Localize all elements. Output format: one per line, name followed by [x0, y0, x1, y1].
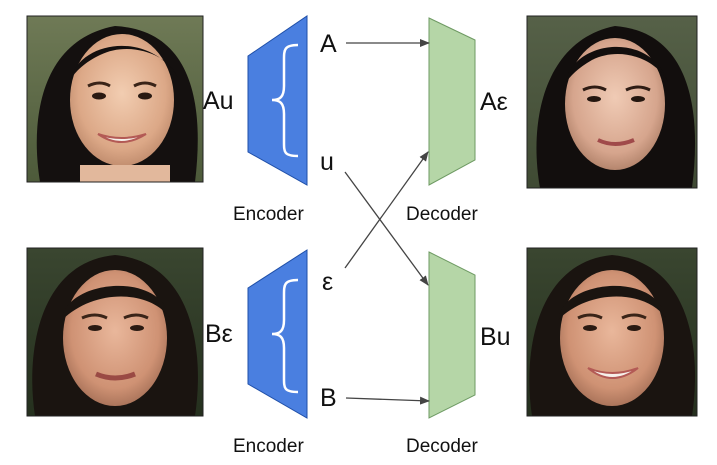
- input-label-bottom: Bε: [205, 320, 233, 348]
- face-photo-input-a: [27, 16, 203, 182]
- face-photo-output-b: [527, 248, 697, 416]
- brace-icon-top: [271, 43, 299, 158]
- face-photo-input-b-frame: [26, 247, 204, 417]
- face-photo-input-a-frame: [26, 15, 204, 183]
- face-photo-output-a: [527, 16, 697, 188]
- arrow-b-to-decoder: [345, 396, 430, 405]
- code-label-bottom-b: B: [320, 384, 337, 412]
- code-label-bottom-epsilon: ε: [322, 268, 333, 296]
- decoder-caption-bottom: Decoder: [406, 436, 478, 457]
- face-photo-output-b-frame: [526, 247, 698, 417]
- brace-icon-bottom: [271, 278, 299, 394]
- decoder-block-bottom: [428, 251, 476, 419]
- output-label-bottom: Bu: [480, 323, 511, 351]
- face-photo-input-b: [27, 248, 203, 416]
- decoder-caption-top: Decoder: [406, 204, 478, 225]
- code-label-top-u: u: [320, 148, 334, 176]
- face-photo-output-a-frame: [526, 15, 698, 189]
- encoder-caption-bottom: Encoder: [233, 436, 304, 457]
- arrow-epsilon-cross-up: [344, 151, 429, 269]
- code-label-top-a: A: [320, 30, 337, 58]
- decoder-block-top: [428, 17, 476, 186]
- arrow-u-cross-down: [344, 171, 429, 286]
- input-label-top: Au: [203, 87, 234, 115]
- output-label-top: Aε: [480, 88, 508, 116]
- encoder-caption-top: Encoder: [233, 204, 304, 225]
